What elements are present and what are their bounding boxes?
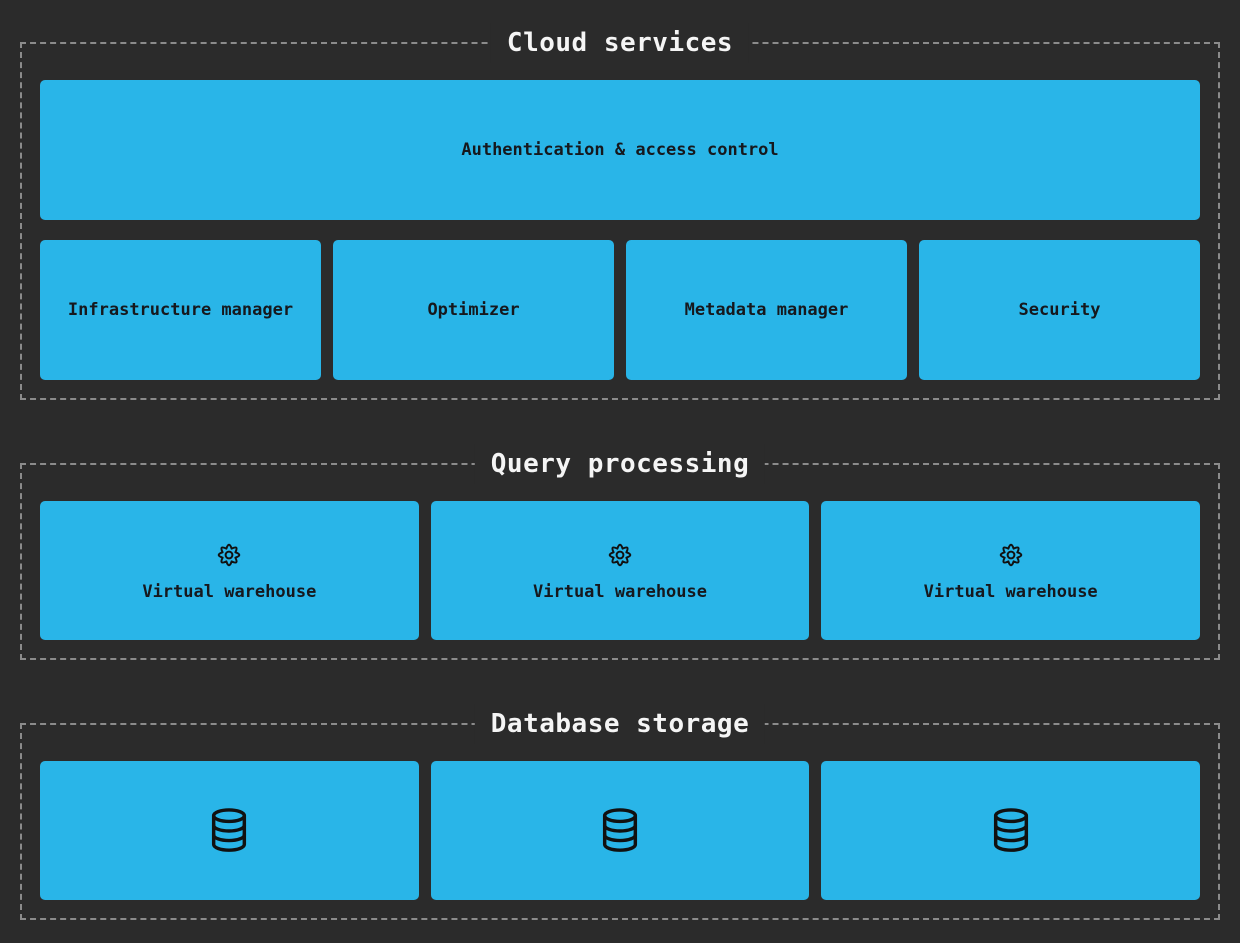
database-box bbox=[430, 761, 810, 900]
auth-access-control-box: Authentication & access control bbox=[40, 80, 1200, 220]
database-storage-row bbox=[40, 761, 1201, 900]
database-icon bbox=[597, 806, 643, 856]
virtual-warehouse-box: Virtual warehouse bbox=[40, 501, 419, 640]
cloud-services-row: Infrastructure manager Optimizer Metadat… bbox=[40, 240, 1200, 380]
database-icon bbox=[988, 806, 1034, 856]
optimizer-label: Optimizer bbox=[427, 300, 520, 320]
metadata-manager-box: Metadata manager bbox=[626, 240, 907, 380]
section-query-processing: Query processing Virtual warehouse bbox=[20, 444, 1220, 660]
virtual-warehouse-label: Virtual warehouse bbox=[533, 581, 707, 602]
virtual-warehouse-box: Virtual warehouse bbox=[821, 501, 1201, 640]
gear-icon bbox=[996, 540, 1026, 570]
section-title-cloud-services: Cloud services bbox=[490, 23, 750, 63]
auth-access-control-label: Authentication & access control bbox=[461, 140, 779, 160]
query-processing-row: Virtual warehouse Virtual warehouse bbox=[40, 501, 1201, 640]
virtual-warehouse-label: Virtual warehouse bbox=[923, 581, 1098, 602]
infrastructure-manager-box: Infrastructure manager bbox=[40, 240, 321, 380]
virtual-warehouse-label: Virtual warehouse bbox=[142, 581, 317, 602]
section-title-database-storage: Database storage bbox=[474, 704, 766, 744]
gear-icon bbox=[214, 540, 244, 570]
section-database-storage: Database storage bbox=[20, 704, 1220, 920]
section-title-query-processing: Query processing bbox=[474, 444, 766, 484]
virtual-warehouse-box: Virtual warehouse bbox=[430, 501, 810, 640]
gear-icon bbox=[605, 540, 635, 570]
security-box: Security bbox=[919, 240, 1200, 380]
database-box bbox=[821, 761, 1201, 900]
metadata-manager-label: Metadata manager bbox=[684, 300, 849, 320]
security-label: Security bbox=[1018, 300, 1101, 320]
database-icon bbox=[206, 806, 252, 856]
infrastructure-manager-label: Infrastructure manager bbox=[67, 300, 294, 320]
optimizer-box: Optimizer bbox=[333, 240, 614, 380]
database-box bbox=[40, 761, 419, 900]
section-cloud-services: Cloud services Authentication & access c… bbox=[20, 23, 1220, 400]
